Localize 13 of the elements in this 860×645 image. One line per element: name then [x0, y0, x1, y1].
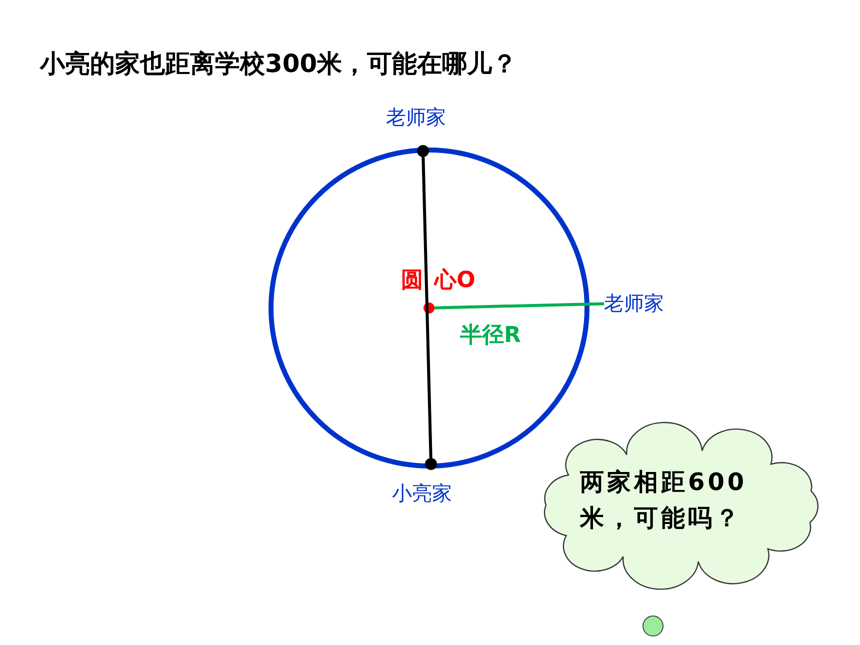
point-dot — [425, 458, 437, 470]
connector-line — [434, 302, 604, 310]
point-dot — [417, 145, 429, 157]
edge-label: 半径R — [460, 324, 521, 348]
point-label: 小亮家 — [392, 482, 452, 504]
thought-cloud — [544, 422, 819, 590]
cloud-text: 两家相距600米，可能吗？ — [580, 467, 748, 534]
question-title: 小亮的家也距离学校300米，可能在哪儿？ — [40, 50, 518, 78]
connector-line — [422, 156, 432, 458]
point-label: 老师家 — [386, 106, 446, 128]
point-label: 老师家 — [604, 292, 664, 314]
point-dot — [424, 302, 434, 314]
point-label: 圆 心O — [401, 269, 476, 294]
